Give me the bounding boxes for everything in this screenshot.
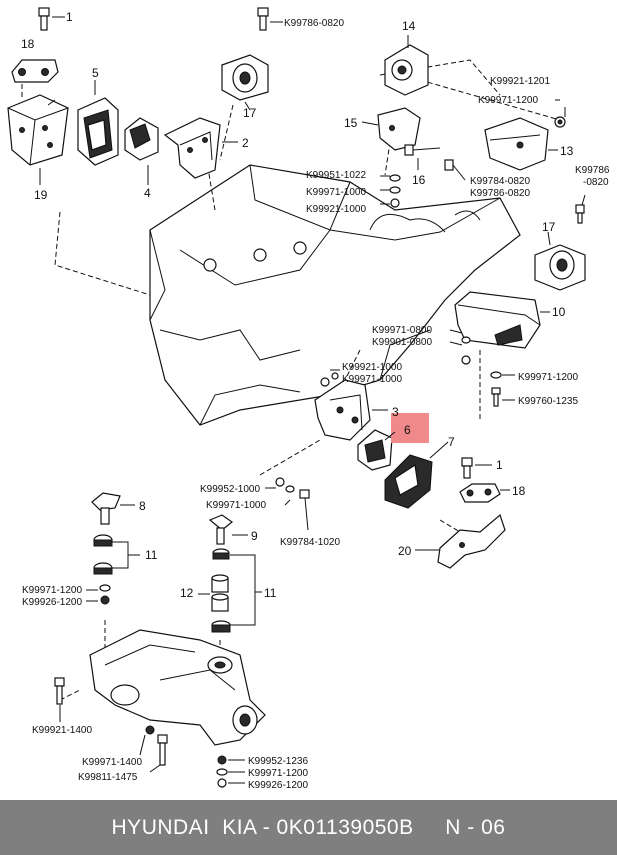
callout-8: 8 [139,499,146,513]
callout-16: 16 [412,173,426,187]
code-k99971-1200-bottom: K99971-1200 [248,768,308,779]
callout-1-right: 1 [496,458,503,472]
bushing-17-right [534,204,586,291]
code-k99786-right-a: K99786 [575,165,610,176]
code-k99786-0820-top: K99786-0820 [284,18,344,29]
code-k99760-1235: K99760-1235 [518,396,578,407]
code-k99786-right-b: -0820 [583,177,609,188]
engine-block [149,164,521,426]
code-k99971-0800: K99971-0800 [372,325,432,336]
code-k99921-1201: K99921-1201 [490,76,550,87]
code-k99952-1000: K99952-1000 [200,484,260,495]
bolt-k99784 [444,159,466,181]
callout-6: 6 [404,423,411,437]
code-k99971-1200-top: K99971-1200 [478,95,538,106]
callout-11-left: 11 [145,548,158,562]
plate-18-right [459,483,501,503]
callout-18-right: 18 [512,484,526,498]
callout-2: 2 [242,136,249,150]
rubber-mount-5 [77,97,119,166]
callout-15: 15 [344,116,358,130]
callout-9: 9 [251,529,258,543]
engine-mount-exploded-diagram: 1 18 5 19 4 2 17 14 15 16 13 17 10 3 6 7… [7,7,610,791]
callout-10: 10 [552,305,566,319]
rubber-mount-19 [7,94,69,166]
callout-14: 14 [402,19,416,33]
code-k99921-1000-mid: K99921-1000 [342,362,402,373]
highlighted-part-6-box [391,413,429,443]
plate-9 [208,514,234,545]
code-k99926-1200-bottom: K99926-1200 [248,780,308,791]
bracket-15 [377,107,421,151]
washer-plate-18-top [11,59,59,83]
bolt-1-right [461,457,473,479]
bolt-top-center [257,7,283,31]
callout-5: 5 [92,66,99,80]
callout-1-top: 1 [66,10,73,24]
nut-k99921-1201 [554,116,566,128]
part-codes: K99786-0820 K99921-1201 K99971-1200 K997… [22,18,610,791]
bracket-20 [437,513,506,569]
code-k99971-1400: K99971-1400 [82,757,142,768]
callout-17-top: 17 [243,106,257,120]
mount-14 [384,44,429,96]
bracket-2 [163,117,221,179]
code-k99784-0820: K99784-0820 [470,176,530,187]
code-k99971-1000-lower: K99971-1000 [206,500,266,511]
code-k99971-1000-top: K99971-1000 [306,187,366,198]
callout-4: 4 [144,186,151,200]
bushings-11-12-right [211,548,231,633]
callout-numbers: 1 18 5 19 4 2 17 14 15 16 13 17 10 3 6 7… [21,10,574,600]
callout-19: 19 [34,188,48,202]
footer-part-number: HYUNDAI KIA - 0K01139050B N - 06 [111,815,506,839]
bushings-11-left [93,534,113,575]
callout-7: 7 [448,435,455,449]
differential-carrier [89,629,266,746]
callout-13: 13 [560,144,574,158]
callout-12: 12 [180,586,194,600]
bolt-k99921-1400 [54,677,65,705]
callout-11-right: 11 [264,586,277,600]
bushing-17-top [221,54,269,101]
code-k99971-1000-mid: K99971-1000 [342,374,402,385]
bolt-1-top [38,7,65,31]
washers-k99952 [275,477,310,531]
bolts-k99971-1400 [145,725,168,766]
code-k99971-1200-left: K99971-1200 [22,585,82,596]
bracket-13 [484,117,549,171]
code-k99952-1236: K99952-1236 [248,756,308,767]
callout-17-right: 17 [542,220,556,234]
code-k99786-0820-mid: K99786-0820 [470,188,530,199]
code-k99926-1200-left: K99926-1200 [22,597,82,608]
code-k99811-1475: K99811-1475 [78,772,138,783]
code-k99921-1400: K99921-1400 [32,725,92,736]
mount-6 [357,429,393,471]
washers-k99951 [389,174,401,208]
callout-20: 20 [398,544,412,558]
footer-bar: HYUNDAI KIA - 0K01139050B N - 06 [0,800,617,855]
bolt-k99760 [490,371,502,407]
washers-k99971-1200-left [99,584,111,605]
washers-bottom [216,755,228,788]
callout-3: 3 [392,405,399,419]
code-k99951-1022: K99951-1022 [306,170,366,181]
mount-4 [124,117,159,161]
callout-18-top: 18 [21,37,35,51]
washers-k99971-0800 [461,336,471,365]
mount-10 [454,291,541,349]
bolt-16 [404,144,441,156]
plate-8 [91,492,121,525]
leader-lines [39,35,586,784]
code-k99971-1200-right: K99971-1200 [518,372,578,383]
bracket-3 [314,372,371,441]
rubber-mount-7 [384,454,433,509]
code-k99901-0800: K99901-0800 [372,337,432,348]
code-k99784-1020: K99784-1020 [280,537,340,548]
code-k99921-1000-top: K99921-1000 [306,204,366,215]
